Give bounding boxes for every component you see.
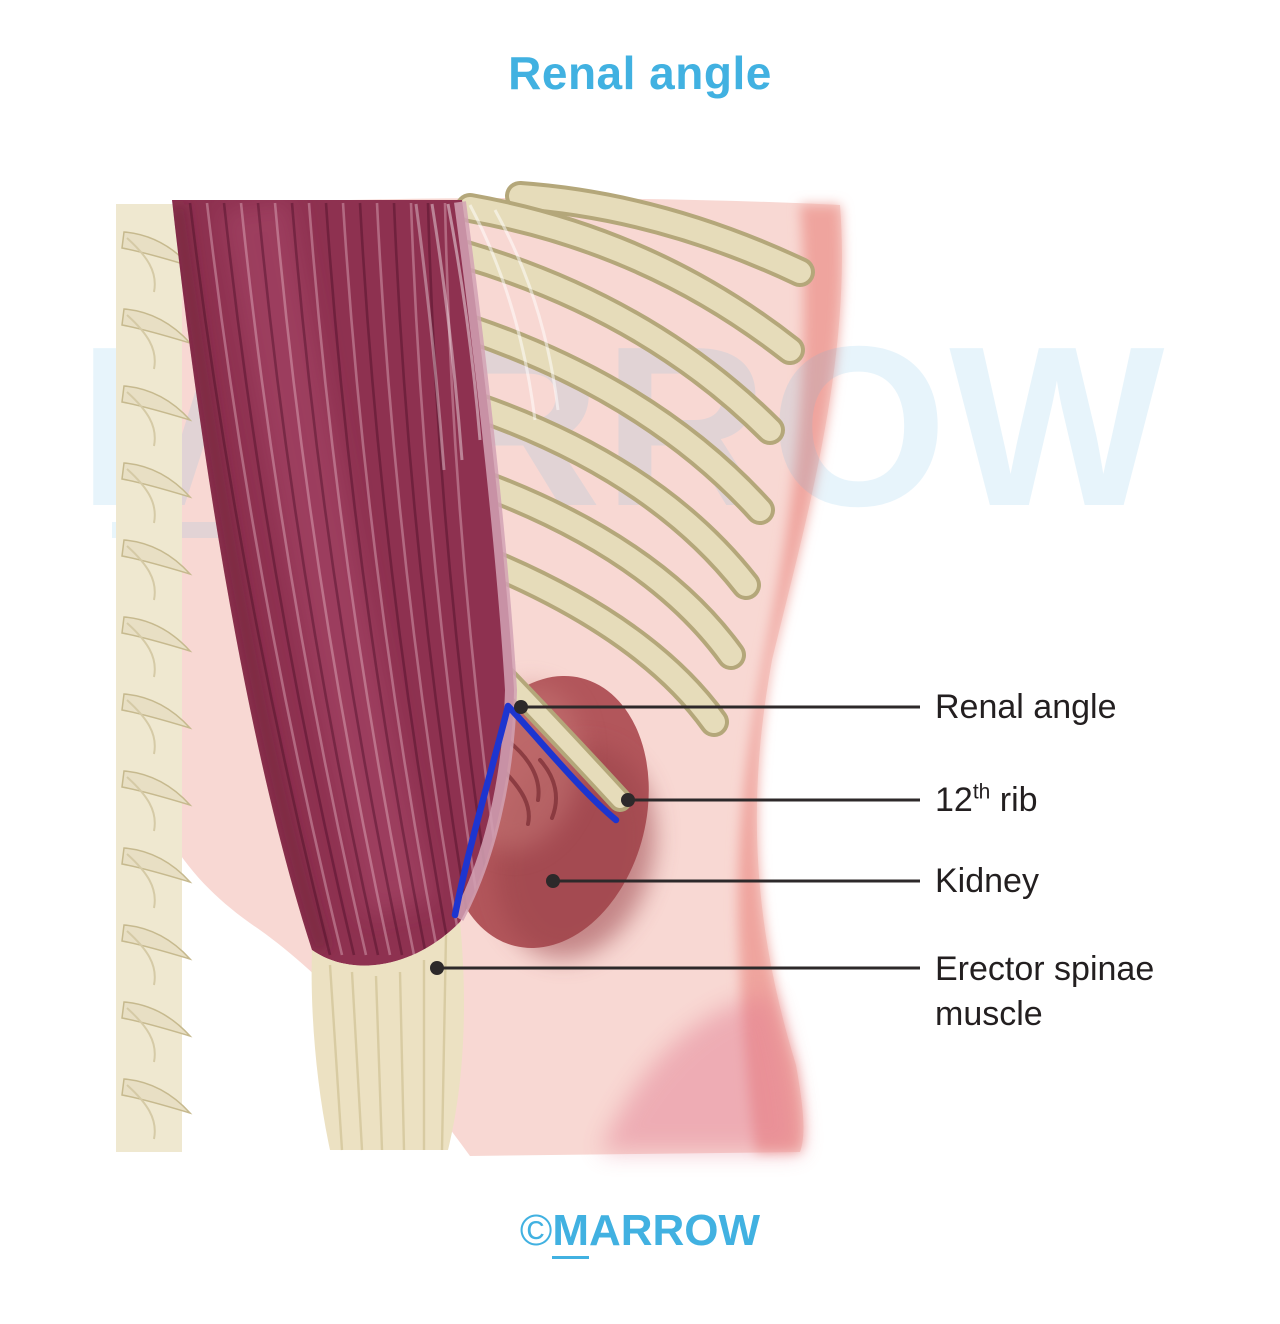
spine [116, 204, 191, 1152]
brand-logo: ©MARROW [0, 1206, 1280, 1259]
brand-first-letter: M [552, 1206, 589, 1259]
erector-spinae-muscle [172, 200, 518, 966]
leader-lines [430, 700, 920, 975]
label-renal-angle-text: Renal angle [935, 688, 1117, 726]
skin-outline [737, 205, 842, 1152]
muscle-striations [188, 202, 512, 956]
ribs [451, 181, 815, 737]
brand-rest: ARROW [588, 1206, 761, 1255]
label-renal-angle: Renal angle [935, 686, 1116, 728]
label-12th-rib: 12th rib [935, 779, 1038, 821]
renal-angle-line [451, 702, 620, 919]
label-rib-superscript: th [972, 780, 991, 804]
label-rib-number: 12 [935, 781, 973, 819]
copyright-symbol: © [519, 1206, 553, 1255]
tendon [311, 922, 464, 1151]
label-kidney: Kidney [935, 860, 1039, 902]
tendon-streaks [328, 934, 448, 1151]
label-erector-spinae: Erector spinae muscle [935, 947, 1195, 1037]
label-kidney-text: Kidney [935, 862, 1039, 900]
label-erector-spinae-text: Erector spinae muscle [935, 950, 1155, 1033]
page-title: Renal angle [508, 47, 772, 99]
label-rib-text: rib [990, 781, 1038, 819]
